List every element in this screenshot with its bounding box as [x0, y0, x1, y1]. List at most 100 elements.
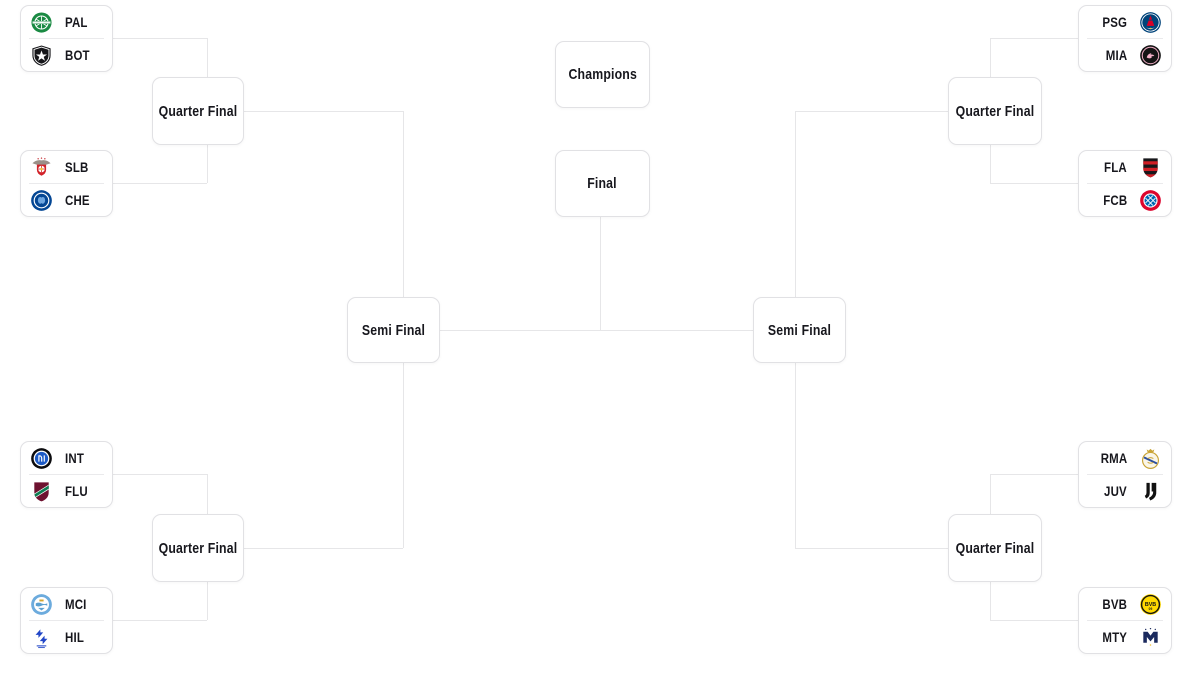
team-code: BOT [65, 47, 90, 63]
connector-line [207, 474, 208, 514]
connector-line [990, 581, 991, 620]
chelsea-logo [30, 189, 53, 212]
inter-miami-logo [1139, 44, 1162, 67]
match-card-psg-mia: PSG MIA [1078, 5, 1172, 72]
quarter-final-box-upper-left: Quarter Final [152, 77, 244, 145]
match-card-pal-bot: PAL BOT [20, 5, 113, 72]
team-code: INT [65, 450, 85, 466]
benfica-logo [30, 156, 53, 179]
connector-line [244, 548, 403, 549]
team-divider [29, 183, 104, 184]
team-code: HIL [65, 629, 85, 645]
champions-box: Champions [555, 41, 650, 108]
round-label: Final [587, 175, 618, 192]
connector-line [795, 363, 796, 548]
team-row-juv[interactable]: JUV [1079, 475, 1171, 507]
team-code: CHE [65, 192, 90, 208]
svg-text:BVB: BVB [1145, 602, 1156, 608]
team-divider [1087, 38, 1163, 39]
team-code: BVB [1102, 596, 1127, 612]
team-code: PAL [65, 14, 88, 30]
connector-line [207, 581, 208, 620]
match-card-rma-juv: RMA JUV [1078, 441, 1172, 508]
connector-line [990, 620, 1078, 621]
connector-line [990, 474, 991, 514]
connector-line [113, 38, 207, 39]
svg-text:09: 09 [1149, 607, 1153, 611]
team-divider [1087, 183, 1163, 184]
team-row-bot[interactable]: BOT [21, 39, 112, 71]
team-row-mty[interactable]: MTY [1079, 621, 1171, 653]
connector-line [403, 363, 404, 548]
semi-final-box-right: Semi Final [753, 297, 846, 363]
team-code: PSG [1102, 14, 1127, 30]
connector-line [990, 183, 1078, 184]
connector-line [990, 38, 991, 78]
round-label: Semi Final [361, 321, 426, 339]
psg-logo [1139, 11, 1162, 34]
team-row-pal[interactable]: PAL [21, 6, 112, 38]
connector-line [113, 620, 207, 621]
team-code: FLA [1104, 159, 1127, 175]
team-row-int[interactable]: INT [21, 442, 112, 474]
match-card-slb-che: SLB CHE [20, 150, 113, 217]
real-madrid-logo [1139, 447, 1162, 470]
team-divider [29, 38, 104, 39]
team-code: JUV [1104, 483, 1127, 499]
connector-line [207, 38, 208, 78]
team-row-fla[interactable]: FLA [1079, 151, 1171, 183]
connector-line [440, 330, 753, 331]
connector-line [113, 474, 207, 475]
match-card-fla-fcb: FLA FCB [1078, 150, 1172, 217]
team-code: FCB [1102, 192, 1127, 208]
connector-line [600, 217, 601, 330]
team-row-psg[interactable]: PSG [1079, 6, 1171, 38]
team-divider [29, 474, 104, 475]
connector-line [244, 111, 403, 112]
team-row-rma[interactable]: RMA [1079, 442, 1171, 474]
semi-final-box-left: Semi Final [347, 297, 440, 363]
juventus-logo [1139, 480, 1162, 503]
team-code: MIA [1105, 47, 1127, 63]
botafogo-logo [30, 44, 53, 67]
connector-line [990, 38, 1078, 39]
team-row-mci[interactable]: MCI [21, 588, 112, 620]
connector-line [795, 548, 948, 549]
al-hilal-logo [30, 626, 53, 649]
team-divider [1087, 474, 1163, 475]
team-row-flu[interactable]: FLU [21, 475, 112, 507]
fluminense-logo [30, 480, 53, 503]
team-row-fcb[interactable]: FCB [1079, 184, 1171, 216]
round-label: Semi Final [767, 321, 832, 339]
quarter-final-box-lower-left: Quarter Final [152, 514, 244, 582]
team-row-mia[interactable]: MIA [1079, 39, 1171, 71]
connector-line [403, 111, 404, 297]
team-code: FLU [65, 483, 88, 499]
round-label: Quarter Final [955, 102, 1035, 120]
team-divider [1087, 620, 1163, 621]
connector-line [990, 145, 991, 183]
team-row-che[interactable]: CHE [21, 184, 112, 216]
round-label: Quarter Final [158, 539, 238, 557]
team-row-hil[interactable]: HIL [21, 621, 112, 653]
quarter-final-box-lower-right: Quarter Final [948, 514, 1042, 582]
team-code: MCI [65, 596, 87, 612]
connector-line [795, 111, 948, 112]
bayern-munich-logo [1139, 189, 1162, 212]
final-box: Final [555, 150, 650, 217]
quarter-final-box-upper-right: Quarter Final [948, 77, 1042, 145]
team-divider [29, 620, 104, 621]
monterrey-logo [1139, 626, 1162, 649]
team-code: RMA [1100, 450, 1127, 466]
round-label: Quarter Final [955, 539, 1035, 557]
team-row-slb[interactable]: SLB [21, 151, 112, 183]
connector-line [795, 111, 796, 297]
connector-line [990, 474, 1078, 475]
team-code: MTY [1102, 629, 1127, 645]
match-card-int-flu: INT FLU [20, 441, 113, 508]
match-card-mci-hil: MCI HIL [20, 587, 113, 654]
flamengo-logo [1139, 156, 1162, 179]
